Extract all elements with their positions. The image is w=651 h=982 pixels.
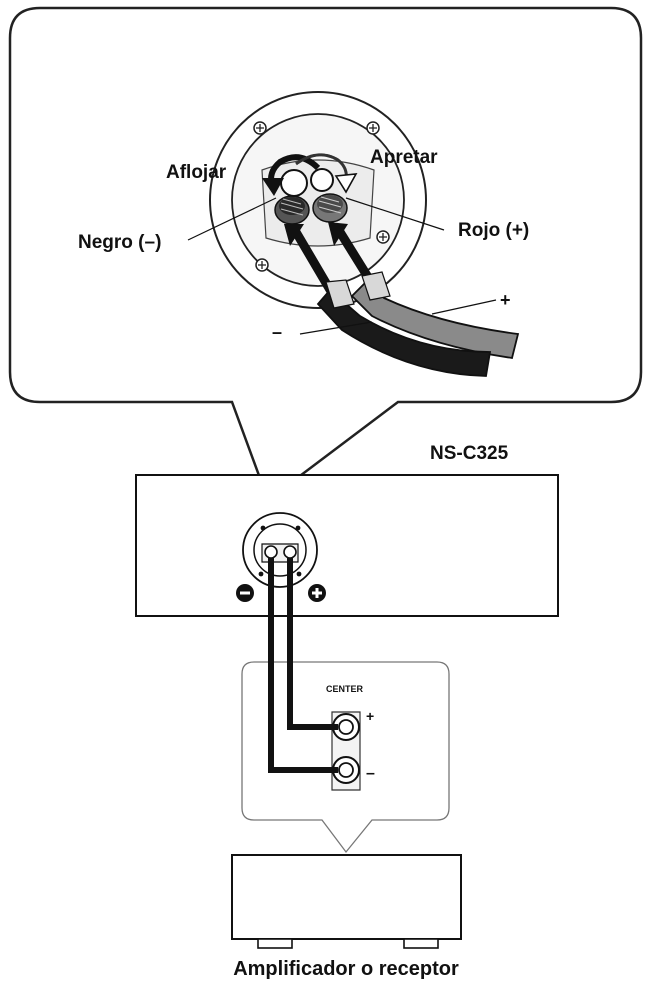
amplifier-label: Amplificador o receptor	[233, 958, 459, 980]
insert-arrowhead-red	[328, 222, 348, 246]
speaker-cabinet	[135, 474, 559, 617]
leader-line	[299, 321, 373, 335]
post-cap	[280, 169, 308, 197]
model-label: NS-C325	[430, 443, 509, 464]
screw-icon	[295, 525, 301, 531]
red-binding-post	[312, 193, 348, 223]
leader-line	[187, 197, 277, 241]
red-cable-bare-wire	[361, 271, 391, 301]
loosen-label: Aflojar	[166, 162, 227, 183]
jack-inner	[338, 719, 354, 735]
black-cable	[316, 288, 492, 377]
screw-icon	[253, 121, 267, 135]
speaker-post-negative	[264, 545, 278, 559]
jack-plus-label: +	[366, 708, 374, 724]
wire-positive	[287, 558, 338, 730]
tighten-arrowhead	[334, 173, 358, 194]
loosen-arrowhead	[262, 178, 284, 196]
screw-icon	[258, 571, 264, 577]
black-binding-post	[274, 195, 310, 225]
jack-minus-label: –	[366, 765, 375, 782]
speaker-unit: NS-C325	[135, 443, 559, 617]
black-negative-label: Negro (–)	[78, 232, 161, 253]
red-cable	[350, 280, 520, 360]
leader-line	[345, 197, 445, 231]
screw-icon	[260, 525, 266, 531]
black-cable-bare-wire	[325, 279, 355, 309]
speaker-post-positive	[283, 545, 297, 559]
center-label: CENTER	[326, 684, 364, 694]
center-output-panel: CENTER + –	[241, 558, 450, 854]
screw-icon	[376, 230, 390, 244]
post-cap	[310, 168, 334, 192]
wire-plus-label: +	[500, 290, 511, 310]
red-positive-label: Rojo (+)	[458, 220, 529, 241]
screw-icon	[366, 121, 380, 135]
leader-line	[431, 299, 497, 315]
tighten-label: Apretar	[370, 147, 438, 168]
amplifier-body	[231, 854, 462, 940]
amplifier-foot	[257, 938, 293, 949]
amplifier-unit: Amplificador o receptor	[231, 854, 462, 980]
wire-minus-label: –	[272, 322, 282, 342]
zoom-callout: Aflojar Apretar Negro (–) Rojo (+) + –	[8, 6, 643, 503]
screw-icon	[296, 571, 302, 577]
tighten-arrow-icon	[295, 153, 348, 181]
insert-arrowhead-black	[284, 224, 304, 246]
plus-sign-icon	[308, 584, 326, 602]
screw-icon	[255, 258, 269, 272]
amplifier-foot	[403, 938, 439, 949]
wire-negative	[268, 558, 338, 773]
jack-inner	[338, 762, 354, 778]
minus-sign-icon	[236, 584, 254, 602]
